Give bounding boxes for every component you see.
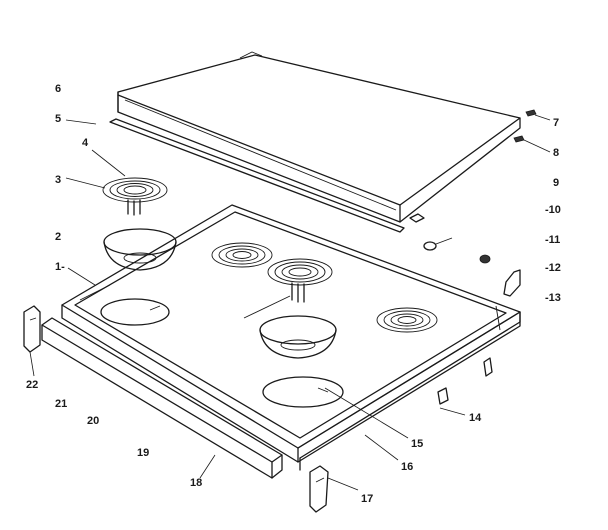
- callout-1: 1-: [55, 261, 65, 273]
- drip-bowl-center: [259, 315, 337, 359]
- callout-16: 16: [401, 461, 413, 473]
- surface-element-back-left: [211, 242, 273, 268]
- clip-14: [437, 357, 493, 405]
- callout-15: 15: [411, 438, 423, 450]
- callout-21: 21: [55, 398, 67, 410]
- callout-5: 5: [55, 113, 61, 125]
- callout-10: -10: [545, 204, 561, 216]
- screw-12: [479, 254, 491, 264]
- callout-12: -12: [545, 262, 561, 274]
- callout-4: 4: [82, 137, 89, 149]
- callout-18: 18: [190, 477, 202, 489]
- front-trim: [41, 317, 283, 479]
- burner-opening-front-right: [262, 376, 344, 408]
- drip-bowl-left: [103, 228, 177, 271]
- callout-17: 17: [361, 493, 373, 505]
- clip-10: [409, 213, 425, 223]
- surface-element-left: [102, 177, 168, 216]
- leader-lines: [29, 114, 551, 491]
- callout-14: 14: [469, 412, 482, 424]
- bracket-11: [423, 237, 453, 251]
- burner-opening-front-left: [100, 298, 170, 326]
- callout-13: -13: [545, 292, 561, 304]
- side-bracket-22: [23, 305, 41, 353]
- callout-labels: 1- 2 3 4 5 6 7 8 9 -10 -11 -12 -13 14 15…: [26, 83, 561, 505]
- leg-bracket-17: [309, 465, 329, 513]
- trim-strip: [109, 118, 405, 233]
- callout-8: 8: [553, 147, 559, 159]
- side-trim-right: [297, 311, 521, 471]
- screw-7: [525, 109, 537, 117]
- callout-20: 20: [87, 415, 99, 427]
- callout-19: 19: [137, 447, 149, 459]
- surface-element-right: [376, 307, 438, 333]
- screw-8: [513, 135, 525, 143]
- callout-6: 6: [55, 83, 61, 95]
- callout-2: 2: [55, 231, 61, 243]
- bracket-13: [503, 269, 521, 297]
- backguard-panel: [117, 51, 521, 223]
- callout-11: -11: [545, 234, 560, 246]
- surface-element-center: [243, 258, 333, 319]
- callout-22: 22: [26, 379, 38, 391]
- callout-7: 7: [553, 117, 559, 129]
- callout-3: 3: [55, 174, 61, 186]
- callout-9: 9: [553, 177, 559, 189]
